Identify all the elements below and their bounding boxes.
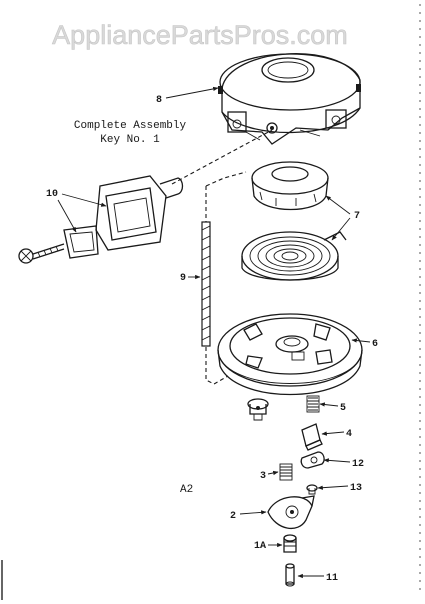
leader-7b xyxy=(331,217,351,241)
sheet-code: A2 xyxy=(180,484,193,496)
part-7-spring-retainer xyxy=(251,161,329,211)
callout-12: 12 xyxy=(352,459,364,470)
assembly-note-line2: Key No. 1 xyxy=(100,134,160,146)
part-pulley-screw xyxy=(247,398,269,421)
leader-2 xyxy=(239,510,267,515)
callout-9: 9 xyxy=(180,273,186,284)
assembly-note: Complete Assembly Key No. 1 xyxy=(74,120,187,146)
part-5-pawl-spring xyxy=(306,395,320,413)
part-4-pawl xyxy=(301,423,323,451)
rope-path-lower xyxy=(205,186,229,385)
part-1a-screw xyxy=(283,534,297,553)
part-2-brake-plate xyxy=(267,495,315,530)
callout-5: 5 xyxy=(340,403,346,414)
leader-12 xyxy=(323,458,351,463)
leader-3 xyxy=(267,470,279,476)
callout-3: 3 xyxy=(260,471,266,482)
leader-5 xyxy=(319,402,339,407)
callout-4: 4 xyxy=(346,429,352,440)
watermark-text: AppliancePartsPros.com xyxy=(52,20,348,50)
callout-7: 7 xyxy=(354,211,360,222)
part-7-recoil-spring xyxy=(241,231,347,281)
leader-7a xyxy=(325,195,351,215)
part-3-brake-spring xyxy=(279,463,293,481)
part-6-rope-pulley xyxy=(217,313,363,396)
callout-13: 13 xyxy=(350,483,362,494)
leader-13 xyxy=(317,485,349,490)
leader-6 xyxy=(351,338,371,343)
part-9-starter-rope xyxy=(201,221,211,347)
callout-1a: 1A xyxy=(254,541,266,552)
assembly-note-line1: Complete Assembly xyxy=(74,120,187,132)
part-10-starter-handle xyxy=(18,175,184,264)
rope-path-mid xyxy=(205,171,247,187)
callout-10: 10 xyxy=(46,189,58,200)
callout-8: 8 xyxy=(156,95,162,106)
callout-6: 6 xyxy=(372,339,378,350)
part-8-starter-housing xyxy=(218,53,361,145)
callout-11: 11 xyxy=(326,573,338,584)
part-12-washer xyxy=(300,451,325,469)
part-13-screw xyxy=(306,484,318,495)
leader-8 xyxy=(165,86,219,99)
callout-2: 2 xyxy=(230,511,236,522)
rope-path-upper xyxy=(171,129,273,185)
leader-10a xyxy=(61,193,107,207)
leader-10b xyxy=(57,199,77,233)
part-11-pin xyxy=(285,563,295,587)
leader-4 xyxy=(321,431,345,436)
